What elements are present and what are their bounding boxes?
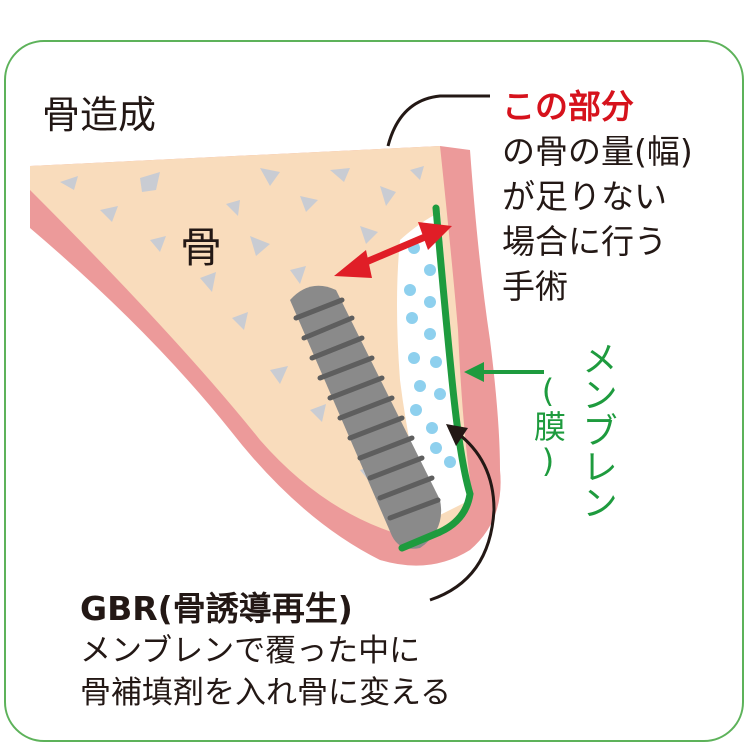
gbr-leader <box>429 424 496 602</box>
callout-text: この部分 の骨の量(幅) が足りない 場合に行う 手術 <box>502 84 693 309</box>
graft-dots <box>404 242 456 468</box>
callout-line: の骨の量(幅) <box>502 132 693 171</box>
bone-texture <box>60 166 424 510</box>
callout-line: 場合に行う <box>502 222 667 261</box>
gbr-description: GBR(骨誘導再生) メンブレンで覆った中に 骨補填剤を入れ骨に変える <box>80 588 451 714</box>
membrane-line <box>398 204 474 552</box>
membrane-arrow <box>464 362 544 382</box>
gbr-heading: GBR(骨誘導再生) <box>80 589 353 628</box>
membrane-sublabel: (膜) <box>529 372 567 480</box>
membrane-label: メンブレン <box>576 340 617 520</box>
callout-line: 手術 <box>502 267 568 306</box>
implant <box>290 285 442 549</box>
page-title: 骨造成 <box>42 93 157 137</box>
gbr-line: 骨補填剤を入れ骨に変える <box>80 675 452 711</box>
gbr-line: メンブレンで覆った中に <box>80 633 421 669</box>
callout-highlight: この部分 <box>502 87 634 126</box>
bone-label: 骨 <box>180 223 223 272</box>
callout-line: が足りない <box>502 177 667 216</box>
callout-leader <box>386 94 490 147</box>
width-arrow <box>334 222 452 278</box>
